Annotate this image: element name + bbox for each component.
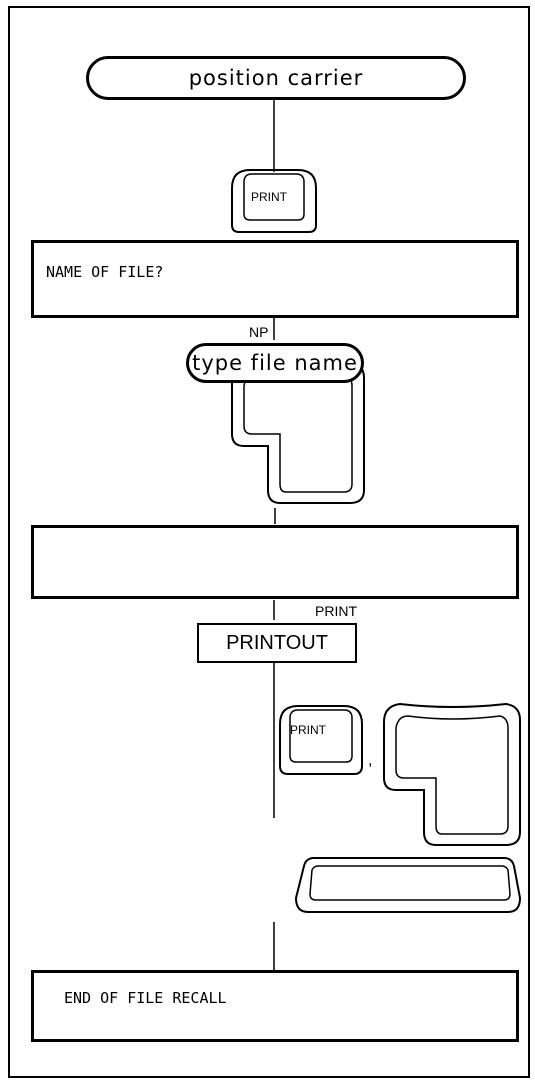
step-label: position carrier xyxy=(189,66,364,90)
np-label: NP xyxy=(249,324,268,340)
step-type-file-name: type file name xyxy=(186,343,364,383)
display-name-of-file: NAME OF FILE? xyxy=(31,240,519,318)
step-label: type file name xyxy=(192,351,358,375)
print-key-label: PRINT xyxy=(290,723,326,737)
return-key-icon xyxy=(232,362,364,503)
display-message: END OF FILE RECALL xyxy=(64,989,227,1007)
space-bar-icon xyxy=(296,858,520,912)
comma-separator: , xyxy=(368,752,372,770)
printout-box: PRINTOUT xyxy=(197,623,357,663)
step-position-carrier: position carrier xyxy=(86,56,466,100)
display-message: NAME OF FILE? xyxy=(46,263,163,281)
return-key-icon xyxy=(384,704,520,845)
display-blank xyxy=(31,525,519,599)
print-label: PRINT xyxy=(315,603,357,619)
display-end-of-file: END OF FILE RECALL xyxy=(31,970,519,1042)
print-key-icon xyxy=(280,706,362,774)
print-key-label: PRINT xyxy=(251,190,287,204)
